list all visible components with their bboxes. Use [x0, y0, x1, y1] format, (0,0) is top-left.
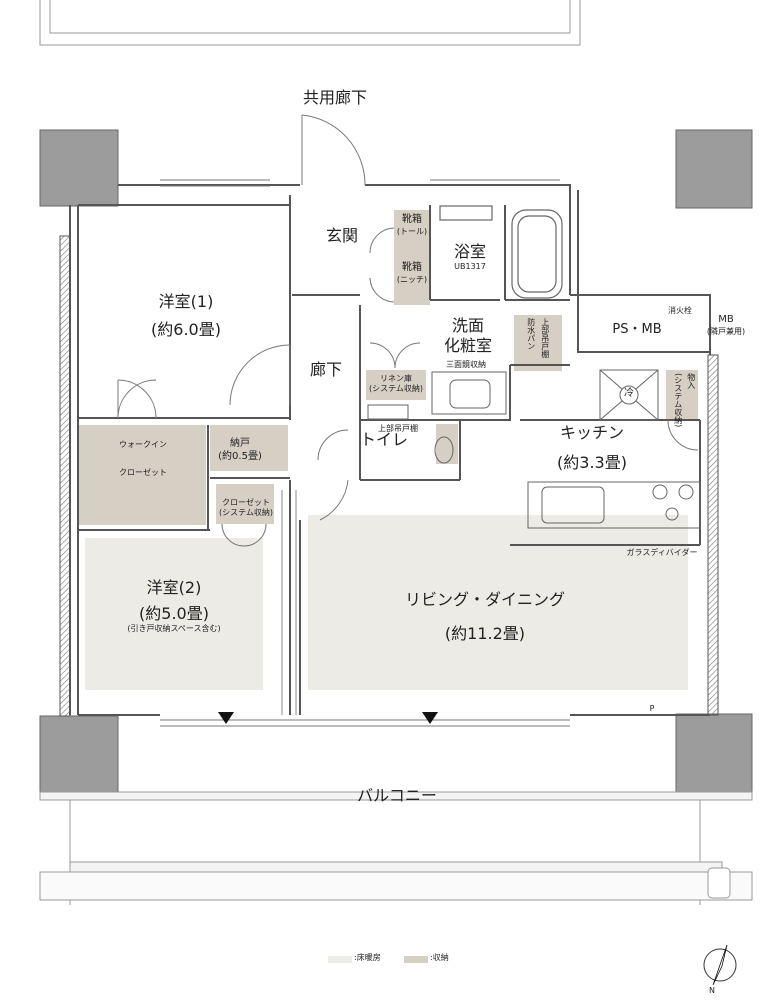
windows: [160, 179, 570, 727]
bathroom-label: 浴室: [453, 242, 487, 261]
mb-label: MB: [718, 314, 734, 325]
kitchen: キッチン (約3.3畳): [557, 423, 627, 473]
washroom-line2: 化粧室: [443, 336, 493, 355]
living-size: (約11.2畳): [444, 624, 526, 643]
shoe-box-area: [394, 210, 430, 305]
mb-shared: MB (隣戸兼用): [707, 314, 745, 337]
legend-floor-heating-label: :床暖房: [354, 953, 381, 962]
nando-line1: 納戸: [230, 438, 250, 449]
fridge-label: 冷: [624, 388, 634, 399]
kitchen-counter: [527, 369, 701, 529]
glass-divider-label: ガラスディバイダー: [626, 548, 698, 557]
living-name: リビング・ダイニング: [404, 590, 566, 609]
p-mark: P: [649, 704, 655, 713]
wall-right: [707, 354, 719, 716]
common-hallway-label: 共用廊下: [302, 88, 368, 107]
walk-in-closet-line2: クローゼット: [119, 468, 167, 477]
legend-storage-swatch: [404, 956, 428, 963]
anti-water-pan-area: [514, 315, 562, 371]
closet-system: クローゼット (システム収納): [219, 498, 273, 518]
linen-line2: (システム収納): [368, 384, 424, 393]
shoe-box-tall-note: (トール): [396, 226, 428, 236]
walk-in-closet-line1: ウォークイン: [119, 440, 167, 449]
balcony-railing: [39, 791, 753, 905]
upper-balcony-railing: [39, 0, 581, 46]
entrance-label: 玄関: [325, 226, 359, 245]
linen-line1: リネン庫: [379, 374, 412, 383]
storage-kitchen-area: [666, 370, 698, 420]
walk-in-closet: ウォークイン クローゼット: [119, 440, 167, 478]
washroom-line1: 洗面: [451, 316, 485, 335]
western-room-2-note: (引き戸収納スペース含む): [127, 624, 221, 633]
western-room-1: 洋室(1) (約6.0畳): [151, 292, 221, 340]
sliding-partitions: [281, 490, 297, 715]
floor-heating-western-2: [85, 538, 263, 690]
western-room-2-name: 洋室(2): [146, 578, 202, 597]
compass-north-label: N: [709, 986, 715, 995]
upper-cabinet-toilet-label: 上部吊戸棚: [378, 424, 418, 433]
shoe-box-tall: 靴箱 (トール): [397, 214, 427, 237]
anti-water-pan-label: 防水パン: [526, 318, 536, 350]
bathroom-unit: UB1317: [454, 262, 486, 271]
window-markers: [218, 712, 438, 724]
balcony-label: バルコニー: [357, 786, 437, 805]
mb-note: (隣戸兼用): [706, 326, 746, 336]
bathroom: 浴室 UB1317: [454, 242, 486, 272]
western-room-1-name: 洋室(1): [158, 292, 214, 311]
kitchen-name: キッチン: [559, 423, 624, 442]
closet-line1: クローゼット: [221, 498, 270, 507]
living-dining: リビング・ダイニング (約11.2畳): [405, 590, 565, 644]
washroom: 洗面 化粧室: [444, 316, 492, 356]
mirror-storage-label: 三面鏡収納: [446, 360, 486, 369]
shoe-box-niche-label: 靴箱: [402, 262, 422, 273]
storage-kitchen-label-2: (システム収納): [673, 373, 683, 428]
column-top-left: [39, 129, 119, 207]
corridor-label: 廊下: [309, 360, 343, 379]
walk-in-closet-area: [78, 425, 206, 525]
nando: 納戸 (約0.5畳): [218, 438, 262, 463]
shoe-box-niche-note: (ニッチ): [396, 274, 428, 284]
nando-area: [210, 425, 288, 471]
shoe-box-niche: 靴箱 (ニッチ): [397, 262, 427, 285]
linen-storage: リネン庫 (システム収納): [369, 374, 423, 394]
kitchen-size: (約3.3畳): [557, 453, 627, 472]
western-room-1-size: (約6.0畳): [151, 320, 221, 339]
column-top-right: [675, 129, 753, 209]
door-swings: [117, 114, 699, 547]
legend-floor-heating-swatch: [328, 956, 352, 963]
western-room-2: 洋室(2) (約5.0畳) (引き戸収納スペース含む): [127, 578, 220, 634]
compass-icon: [703, 944, 737, 986]
legend-storage-label: :収納: [430, 953, 449, 962]
nando-line2: (約0.5畳): [218, 450, 262, 462]
closet-system-area: [216, 484, 274, 524]
toilet-bowl: [367, 404, 454, 464]
bathtub: [439, 205, 563, 299]
upper-cabinet-wash-label: 上部吊戸棚: [540, 318, 550, 358]
toilet-cabinet-area: [436, 424, 458, 464]
ps-mb-label: PS・MB: [612, 322, 662, 337]
linen-area: [366, 370, 426, 400]
column-bottom-right: [675, 713, 753, 793]
washbasin: [431, 371, 507, 415]
storage-kitchen-label-1: 物入: [686, 373, 696, 389]
western-room-2-size: (約5.0畳): [139, 604, 209, 623]
closet-line2: (システム収納): [218, 508, 274, 517]
shoe-box-tall-label: 靴箱: [402, 214, 422, 225]
fire-hydrant-label: 消火栓: [668, 306, 692, 315]
wall-left: [59, 235, 71, 717]
toilet-label: トイレ: [359, 430, 409, 449]
column-bottom-left: [39, 715, 119, 793]
